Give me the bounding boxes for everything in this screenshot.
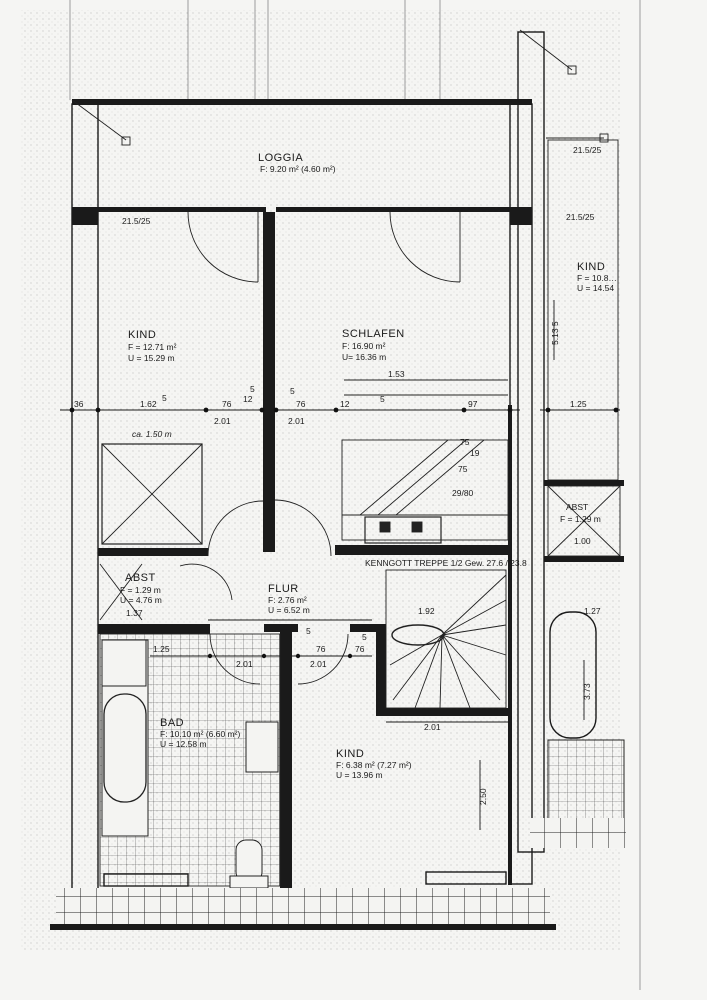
dimension-ticks (69, 407, 619, 659)
flur-dimension-row: 1.25 2.01 76 5 2.01 76 5 1.92 (153, 606, 435, 669)
dim-label: 1.25 (153, 644, 170, 654)
room-area: F: 16.90 m² (342, 341, 386, 351)
dim-label: 2.01 (236, 659, 253, 669)
dim-label: 76 (316, 644, 326, 654)
room-area: F = 10.8… (577, 273, 617, 283)
dim-label: 75 (460, 437, 470, 447)
room-perimeter: U = 14.54 (577, 283, 614, 293)
dimension-lines (60, 300, 620, 830)
stair-label: KENNGOTT TREPPE 1/2 Gew. 27.6 / 23.8 (365, 558, 527, 568)
dim-label: 76 (355, 644, 365, 654)
room-flur: FLUR F: 2.76 m² U = 6.52 m (268, 583, 310, 615)
room-name: KIND (128, 329, 156, 341)
exterior-walls (71, 99, 533, 891)
dim-label: 5 (162, 393, 167, 403)
dim-label: 5 (380, 394, 385, 404)
dim-label: 5.13 5 (550, 321, 560, 345)
room-name: BAD (160, 717, 184, 729)
dim-label: 12 (340, 399, 350, 409)
terrace-pavers (56, 888, 550, 926)
railing-marks (71, 29, 609, 146)
dim-label: 97 (468, 399, 478, 409)
dim-label: 1.62 (140, 399, 157, 409)
room-perimeter: U = 12.58 m (160, 739, 207, 749)
room-schlafen: SCHLAFEN F: 16.90 m² U= 16.36 m (342, 328, 405, 362)
dim-label: 29/80 (452, 488, 474, 498)
dim-label: 1.92 (418, 606, 435, 616)
room-name: ABST (125, 572, 156, 584)
shaft-symbol (99, 443, 203, 621)
room-area: F = 12.71 m² (128, 342, 177, 352)
dim-label: 1.27 (584, 606, 601, 616)
room-kind-right: KIND F = 10.8… U = 14.54 (577, 261, 617, 293)
dim-label: 3.73 (582, 683, 592, 700)
dim-label: 5 (250, 384, 255, 394)
staircase (341, 379, 509, 709)
room-perimeter: U = 15.29 m (128, 353, 175, 363)
dim-label: 75 (458, 464, 468, 474)
room-name: KIND (336, 748, 364, 760)
dim-label: 1.37 (126, 608, 143, 618)
door-swings (179, 211, 461, 685)
room-name: KIND (577, 261, 605, 273)
dim-label: 19 (470, 448, 480, 458)
room-abst-right: ABST F = 1.29 m (560, 502, 601, 524)
room-name: FLUR (268, 583, 299, 595)
neighbour-unit (517, 31, 626, 853)
room-area: F: 2.76 m² (268, 595, 307, 605)
dim-label: 1.25 (570, 399, 587, 409)
dim-label: 5 (362, 632, 367, 642)
room-kind-left: KIND F = 12.71 m² U = 15.29 m (128, 329, 177, 363)
terrace-edge (50, 924, 556, 930)
dim-label: 12 (243, 394, 253, 404)
room-area: F = 1.29 m (120, 585, 161, 595)
room-name: SCHLAFEN (342, 328, 405, 340)
dim-label: 76 (222, 399, 232, 409)
room-area: F: 6.38 m² (7.27 m²) (336, 760, 412, 770)
dim-label: 76 (296, 399, 306, 409)
dimension-row: 36 1.62 5 76 12 5 5 76 12 5 97 1.25 (74, 384, 587, 409)
room-name: LOGGIA (258, 152, 303, 164)
dim-label: 2.50 (478, 788, 488, 805)
room-perimeter: U = 6.52 m (268, 605, 310, 615)
dim-label: 2.01 (288, 416, 305, 426)
interior-walls (98, 212, 512, 894)
room-area: F: 9.20 m² (4.60 m²) (260, 164, 336, 174)
room-abst: ABST F = 1.29 m U = 4.76 m (120, 572, 162, 605)
dim-label: 2.01 (214, 416, 231, 426)
window-mark-left: 21.5/25 (122, 216, 151, 226)
bath-fixtures (99, 633, 281, 889)
room-kind-bottom: KIND F: 6.38 m² (7.27 m²) U = 13.96 m (336, 748, 412, 780)
room-perimeter: U = 13.96 m (336, 770, 383, 780)
dim-label: 1.00 (574, 536, 591, 546)
room-bad: BAD F: 10.10 m² (6.60 m²) U = 12.58 m (160, 717, 240, 749)
room-name: ABST (566, 502, 588, 512)
room-perimeter: U = 4.76 m (120, 595, 162, 605)
room-perimeter: U= 16.36 m (342, 352, 386, 362)
dim-label: 5 (290, 386, 295, 396)
room-loggia: LOGGIA F: 9.20 m² (4.60 m²) (258, 152, 336, 174)
window-mark-right-top: 21.5/25 (573, 145, 602, 155)
window-mark-right-mid: 21.5/25 (566, 212, 595, 222)
dim-label: 1.53 (388, 369, 405, 379)
note-ca: ca. 1.50 m (132, 429, 172, 439)
dim-label: 2.01 (424, 722, 441, 732)
dim-label: 36 (74, 399, 84, 409)
reference-lines (69, 0, 641, 990)
dim-label: 2.01 (310, 659, 327, 669)
room-area: F: 10.10 m² (6.60 m²) (160, 729, 240, 739)
room-area: F = 1.29 m (560, 514, 601, 524)
dim-label: 5 (306, 626, 311, 636)
